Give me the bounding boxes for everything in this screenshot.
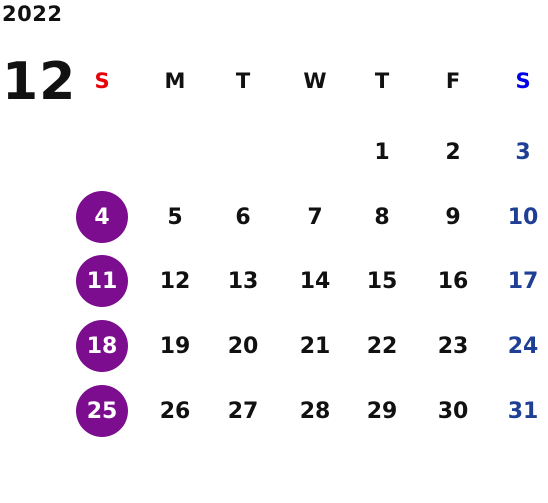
day-cell: 29 (366, 398, 398, 424)
weekday-header-mon: M (164, 69, 186, 93)
weekday-header-tue: T (235, 69, 251, 93)
day-cell: 4 (76, 191, 128, 243)
weekday-header-fri: F (445, 69, 461, 93)
day-cell: 9 (445, 204, 461, 230)
day-cell: 24 (507, 333, 539, 359)
day-cell: 1 (374, 139, 390, 165)
day-cell: 28 (299, 398, 331, 424)
day-cell: 8 (374, 204, 390, 230)
day-cell: 3 (515, 139, 531, 165)
day-cell: 14 (299, 268, 331, 294)
day-cell: 15 (366, 268, 398, 294)
day-cell: 2 (445, 139, 461, 165)
weekday-header-sun: S (94, 69, 110, 93)
day-cell: 18 (76, 320, 128, 372)
day-cell: 10 (507, 204, 539, 230)
day-cell: 17 (507, 268, 539, 294)
day-cell: 11 (76, 255, 128, 307)
day-cell: 7 (307, 204, 323, 230)
day-cell: 12 (159, 268, 191, 294)
day-cell: 23 (437, 333, 469, 359)
weekday-header-wed: W (303, 69, 327, 93)
month-label: 12 (2, 52, 77, 112)
day-cell: 16 (437, 268, 469, 294)
day-cell: 30 (437, 398, 469, 424)
day-cell: 21 (299, 333, 331, 359)
day-cell: 13 (227, 268, 259, 294)
day-cell: 25 (76, 385, 128, 437)
day-cell: 26 (159, 398, 191, 424)
day-cell: 22 (366, 333, 398, 359)
day-cell: 19 (159, 333, 191, 359)
day-cell: 31 (507, 398, 539, 424)
weekday-header-sat: S (515, 69, 531, 93)
day-cell: 20 (227, 333, 259, 359)
day-cell: 6 (235, 204, 251, 230)
year-label: 2022 (2, 2, 63, 26)
weekday-header-thu: T (374, 69, 390, 93)
day-cell: 27 (227, 398, 259, 424)
day-cell: 5 (167, 204, 183, 230)
